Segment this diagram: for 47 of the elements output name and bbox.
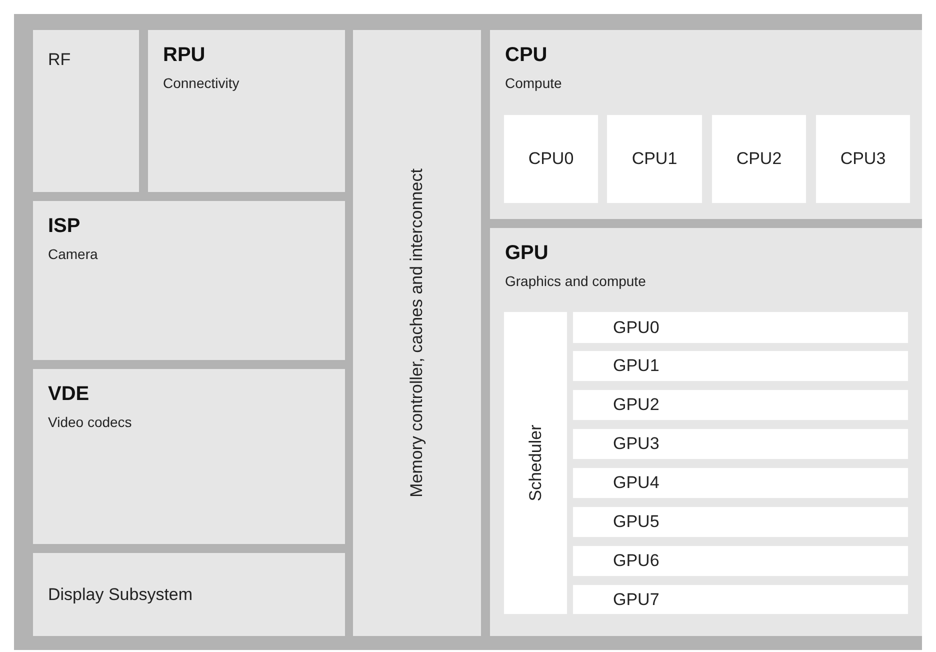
block-title: ISP bbox=[48, 215, 80, 238]
block-label: CPU3 bbox=[840, 149, 886, 169]
unit-box bbox=[504, 115, 598, 203]
block-label: GPU4 bbox=[613, 473, 660, 493]
block-panel bbox=[490, 228, 922, 636]
unit-box bbox=[573, 507, 908, 537]
block-subtitle: Video codecs bbox=[48, 414, 132, 430]
block-label: GPU3 bbox=[613, 434, 660, 454]
block-subtitle: Graphics and compute bbox=[505, 273, 646, 289]
block-label: RF bbox=[48, 50, 71, 70]
block-label: GPU0 bbox=[613, 318, 660, 338]
block-label: Memory controller, caches and interconnect bbox=[407, 168, 427, 498]
block-panel bbox=[148, 30, 345, 192]
block-label: GPU7 bbox=[613, 590, 660, 610]
unit-box bbox=[573, 546, 908, 576]
block-subtitle: Connectivity bbox=[163, 75, 240, 91]
block-label: GPU1 bbox=[613, 356, 660, 376]
block-label: GPU6 bbox=[613, 551, 660, 571]
block-subtitle: Compute bbox=[505, 75, 562, 91]
block-title: RPU bbox=[163, 44, 206, 67]
block-label: CPU2 bbox=[736, 149, 782, 169]
block-label: CPU0 bbox=[528, 149, 574, 169]
block-title: GPU bbox=[505, 242, 548, 265]
unit-box bbox=[573, 468, 908, 498]
unit-box bbox=[573, 429, 908, 459]
unit-box bbox=[573, 390, 908, 420]
block-label: GPU5 bbox=[613, 512, 660, 532]
block-label: GPU2 bbox=[613, 395, 660, 415]
unit-box bbox=[607, 115, 702, 203]
unit-box bbox=[504, 312, 567, 614]
block-panel bbox=[353, 30, 481, 636]
block-subtitle: Camera bbox=[48, 246, 98, 262]
unit-box bbox=[573, 312, 908, 343]
block-title: VDE bbox=[48, 383, 90, 406]
unit-box bbox=[816, 115, 910, 203]
block-panel bbox=[33, 201, 345, 360]
unit-box bbox=[712, 115, 806, 203]
block-panel bbox=[33, 30, 139, 192]
block-panel bbox=[33, 369, 345, 544]
block-label: CPU1 bbox=[632, 149, 678, 169]
unit-box bbox=[573, 585, 908, 614]
block-label: Scheduler bbox=[526, 424, 546, 502]
block-label: Display Subsystem bbox=[48, 584, 193, 604]
block-panel bbox=[490, 30, 922, 219]
block-panel bbox=[33, 553, 345, 636]
block-title: CPU bbox=[505, 44, 548, 67]
unit-box bbox=[573, 351, 908, 381]
